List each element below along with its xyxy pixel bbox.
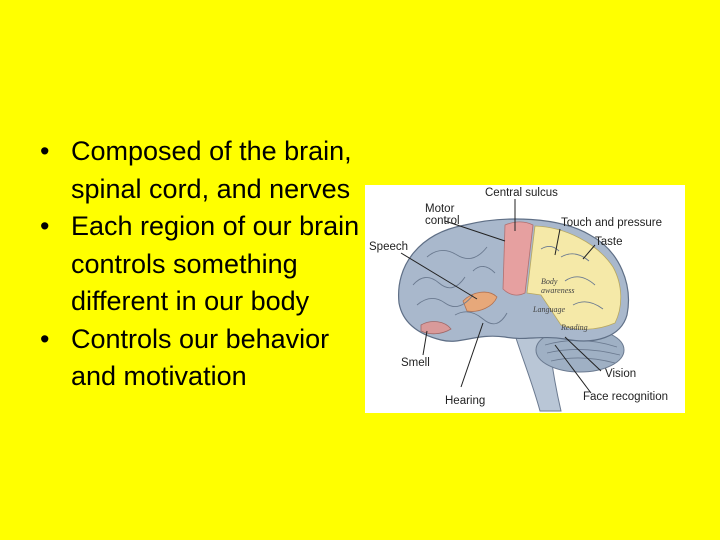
label-vision: Vision	[605, 368, 637, 380]
inner-label-reading: Reading	[561, 323, 588, 332]
smell-region	[420, 321, 452, 335]
bullet-dot: •	[40, 136, 50, 166]
label-hearing: Hearing	[445, 395, 486, 407]
bullet-item: • Composed of the brain, spinal cord, and…	[40, 133, 360, 208]
bullet-text: Composed of the brain, spinal cord, and …	[71, 136, 352, 204]
bullet-list: • Composed of the brain, spinal cord, and…	[40, 133, 360, 396]
bullet-item: • Each region of our brain controls somet…	[40, 208, 360, 321]
label-speech: Speech	[369, 241, 409, 253]
brain-illustration	[397, 199, 630, 412]
label-motor-control: Motor control	[425, 203, 460, 227]
bullet-item: • Controls our behavior and motivation	[40, 321, 360, 396]
bullet-dot: •	[40, 323, 50, 354]
bullet-dot: •	[40, 211, 50, 241]
label-face-recognition: Face recognition	[583, 391, 669, 403]
inner-label-body-awareness: Body awareness	[541, 277, 575, 295]
label-taste: Taste	[595, 236, 623, 248]
label-smell: Smell	[401, 357, 430, 369]
bullet-text: Controls our behavior and motivation	[71, 323, 330, 392]
label-central-sulcus: Central sulcus	[485, 187, 558, 199]
label-touch-and-pressure: Touch and pressure	[561, 217, 663, 229]
sensory-region	[526, 225, 622, 330]
brain-diagram: Central sulcus Motor control Touch and p…	[365, 185, 685, 413]
inner-label-language: Language	[533, 305, 565, 314]
bullet-text: Each region of our brain controls someth…	[71, 211, 360, 316]
